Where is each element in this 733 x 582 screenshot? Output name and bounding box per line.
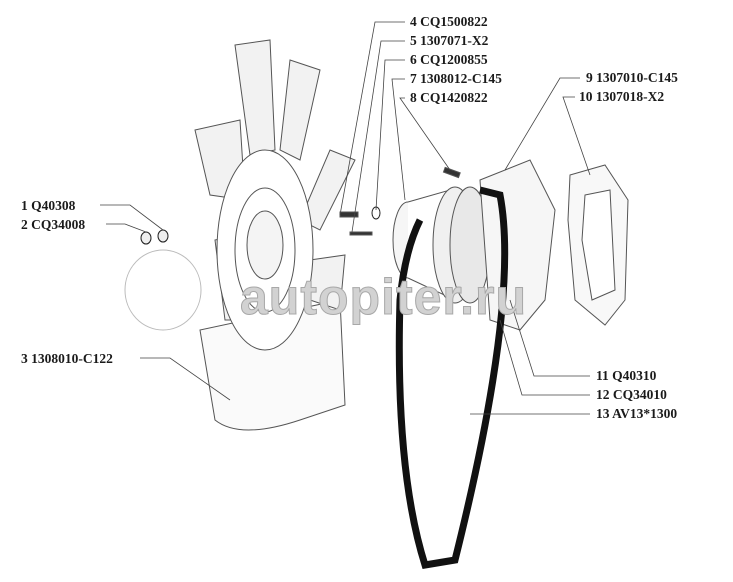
washer-2: [140, 231, 152, 245]
callout-7: 7 1308012-C145: [410, 71, 502, 86]
callout-9: 9 1307010-C145: [586, 70, 678, 85]
callout-8: 8 CQ1420822: [410, 90, 488, 105]
callout-6: 6 CQ1200855: [410, 52, 488, 67]
fan-belt: [395, 186, 509, 569]
washer-1: [157, 229, 169, 243]
fan-shroud: [199, 299, 346, 431]
bolt-8: [442, 166, 461, 179]
callout-1: 1 Q40308: [21, 198, 76, 213]
bolt-5: [349, 231, 373, 236]
callout-5: 5 1307071-X2: [410, 33, 489, 48]
callout-13: 13 AV13*1300: [596, 406, 678, 421]
watermark-logo: [124, 249, 202, 331]
callout-2: 2 CQ34008: [21, 217, 86, 232]
callout-11: 11 Q40310: [596, 368, 657, 383]
callout-4: 4 CQ1500822: [410, 14, 488, 29]
callout-10: 10 1307018-X2: [579, 89, 665, 104]
leader-lines: [100, 21, 591, 415]
callout-12: 12 CQ34010: [596, 387, 667, 402]
callout-3: 3 1308010-C122: [21, 351, 113, 366]
watermark: autopiter.ru: [239, 269, 528, 326]
